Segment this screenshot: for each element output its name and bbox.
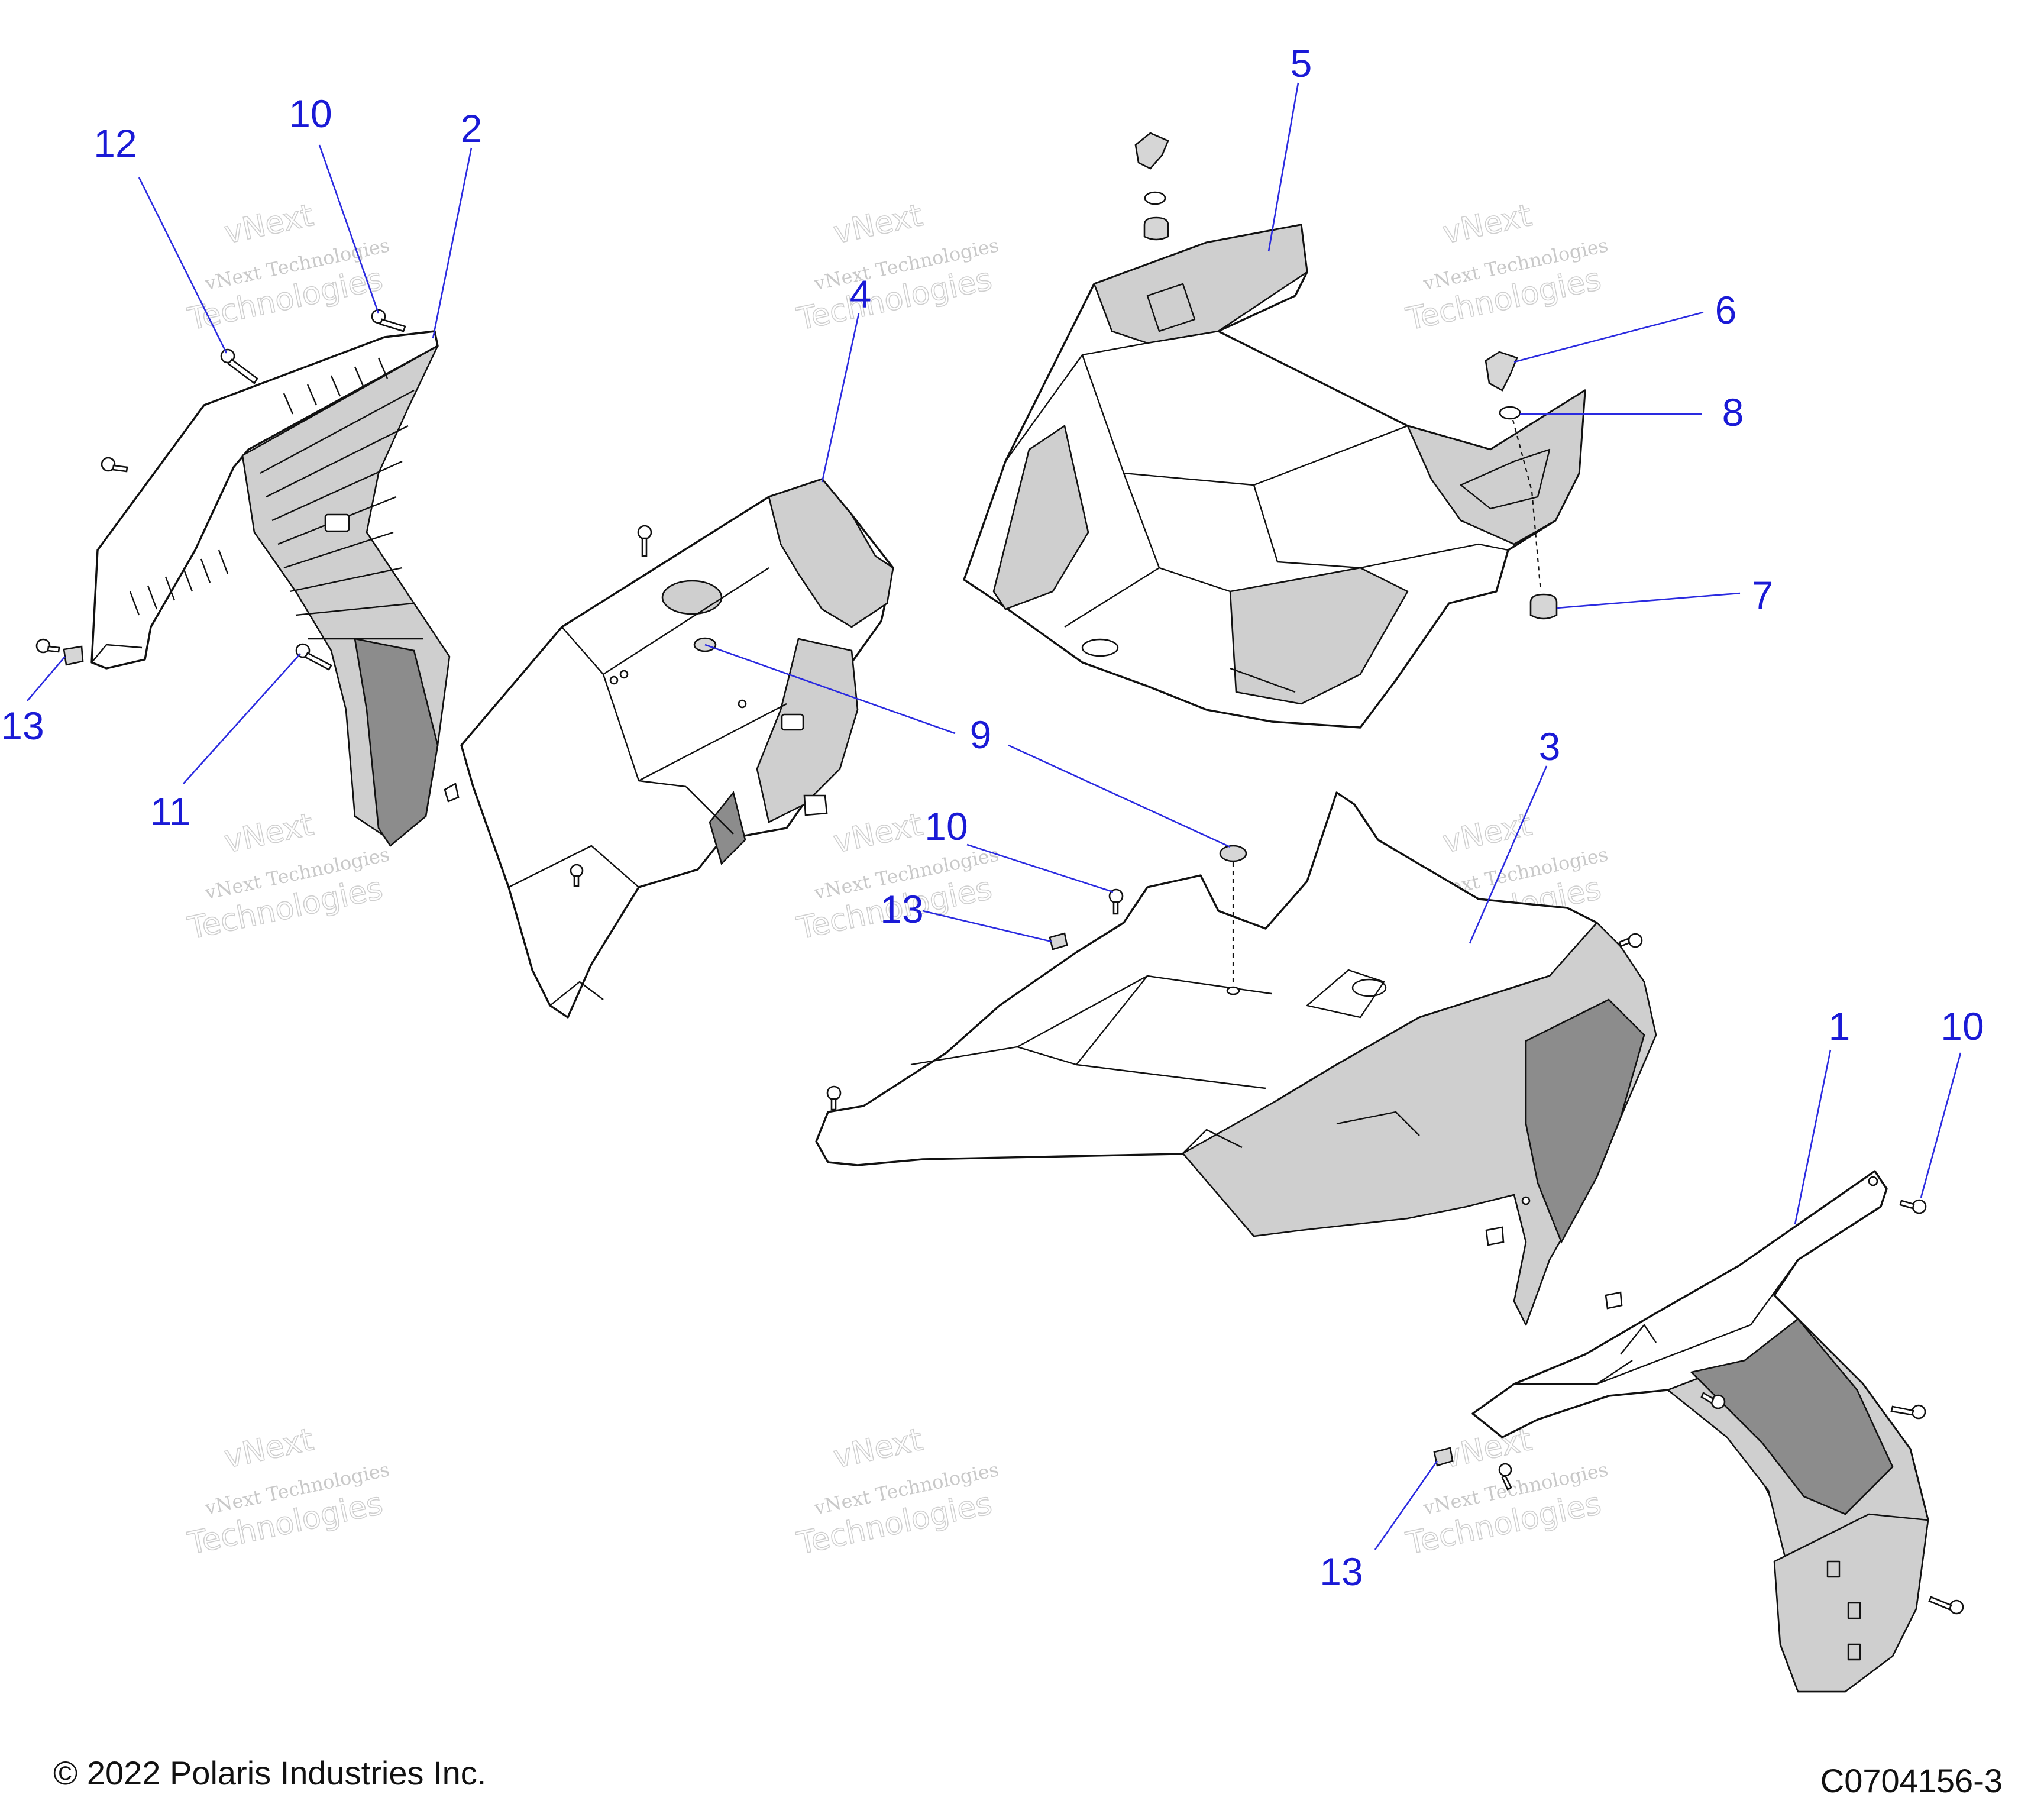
plug-9	[1219, 845, 1247, 862]
callout-13-right: 13	[1319, 1550, 1363, 1593]
callout-5: 5	[1291, 41, 1312, 85]
part-3-hardware	[826, 845, 1643, 1111]
screw	[1890, 1404, 1926, 1420]
screw	[101, 457, 128, 473]
part-2-hardware	[35, 309, 406, 671]
callout-13-left: 13	[1, 704, 44, 748]
leader-2	[432, 147, 473, 339]
retainer-tab	[781, 713, 804, 731]
part-3-side-panel	[815, 791, 1657, 1326]
screw-10	[1108, 888, 1124, 915]
svg-text:vNext: vNext	[1440, 1422, 1535, 1475]
clip	[1485, 1226, 1505, 1246]
copyright-notice: © 2022 Polaris Industries Inc.	[53, 1754, 487, 1792]
screw	[1498, 1463, 1512, 1491]
screw-10	[1899, 1199, 1927, 1214]
screw	[1700, 1392, 1726, 1409]
leader-9b	[1008, 744, 1231, 848]
leader-6	[1513, 311, 1704, 363]
mount-hole	[619, 670, 629, 679]
callout-4: 4	[850, 272, 872, 316]
callout-10-left: 10	[289, 92, 332, 135]
leader-9a	[704, 644, 956, 735]
watermark: vNext vNext Technologies Technologies	[1402, 197, 1610, 338]
nut-13	[63, 645, 84, 666]
callout-13-center: 13	[880, 887, 923, 931]
part-1-hardware	[1433, 1199, 1964, 1615]
screw-13-left	[35, 638, 60, 654]
mount-hole	[1226, 986, 1240, 995]
svg-text:vNext: vNext	[221, 1422, 316, 1475]
screw	[1618, 933, 1643, 948]
leader-4	[821, 313, 860, 483]
svg-text:vNext: vNext	[1440, 198, 1535, 251]
callout-12: 12	[93, 121, 137, 165]
callout-10-center: 10	[924, 804, 968, 848]
grommet-7	[1529, 593, 1558, 620]
leader-5	[1267, 82, 1299, 252]
leader-1	[1794, 1049, 1832, 1225]
leader-10-left	[318, 144, 380, 314]
callout-11: 11	[150, 790, 191, 833]
part-2-left-fender	[90, 330, 451, 847]
part-4-side-panel	[460, 478, 894, 1019]
callout-10-right: 10	[1940, 1004, 1984, 1048]
drawing-number: C0704156-3	[1820, 1762, 2003, 1799]
svg-text:vNext: vNext	[1440, 807, 1535, 860]
part-5-hood	[963, 224, 1586, 729]
quarter-turn-fastener-6	[1485, 351, 1518, 392]
screw	[1928, 1596, 1964, 1615]
fuel-opening	[661, 580, 723, 615]
mount-hole	[1868, 1176, 1878, 1186]
leader-lines	[27, 82, 1962, 1550]
screw-11	[295, 643, 332, 671]
callout-6: 6	[1715, 288, 1737, 332]
callout-3: 3	[1539, 725, 1561, 768]
nut-13	[1049, 932, 1068, 950]
screw-10	[371, 309, 406, 332]
quarter-turn-fastener	[1134, 132, 1169, 241]
svg-text:vNext: vNext	[221, 807, 316, 860]
mount-hole	[1521, 1196, 1531, 1205]
leader-13-center	[922, 910, 1052, 943]
callout-9: 9	[970, 713, 992, 756]
pin	[444, 783, 460, 803]
svg-text:vNext: vNext	[830, 807, 926, 860]
watermark: vNext vNext Technologies Technologies	[184, 1421, 392, 1562]
leader-10-center	[966, 843, 1114, 893]
callout-8: 8	[1722, 390, 1744, 434]
mount-hole	[738, 699, 747, 709]
retainer-tab	[324, 513, 350, 532]
callout-7: 7	[1752, 573, 1774, 617]
screw-12	[220, 348, 258, 384]
part-1-right-fender	[1471, 1170, 1929, 1693]
watermark: vNext vNext Technologies Technologies	[184, 197, 392, 338]
callout-1: 1	[1829, 1004, 1851, 1048]
screw	[826, 1085, 842, 1111]
callout-2: 2	[461, 106, 483, 150]
svg-text:vNext: vNext	[221, 198, 316, 251]
part-5-hardware	[1134, 132, 1558, 620]
part-4-hardware	[444, 525, 717, 887]
leader-11	[183, 653, 301, 784]
mount-hole	[609, 675, 619, 685]
leader-12	[138, 177, 228, 354]
svg-text:vNext: vNext	[830, 1422, 926, 1475]
clip	[1605, 1291, 1623, 1310]
washer-8	[1499, 406, 1521, 420]
leader-7	[1556, 592, 1741, 609]
leader-13-right	[1374, 1460, 1438, 1550]
leader-3	[1469, 765, 1548, 944]
clip	[803, 794, 828, 816]
svg-text:vNext: vNext	[830, 198, 926, 251]
leader-13-left	[27, 656, 66, 701]
watermark: vNext vNext Technologies Technologies	[793, 1421, 1001, 1562]
leader-10-right	[1920, 1052, 1962, 1198]
screw	[637, 525, 652, 557]
screw	[570, 864, 584, 887]
watermark: vNext vNext Technologies Technologies	[793, 197, 1001, 338]
callout-labels: 1 2 3 4 5 6 7 8 9 10 10 10 11 12 13 13 1…	[1, 41, 1984, 1593]
